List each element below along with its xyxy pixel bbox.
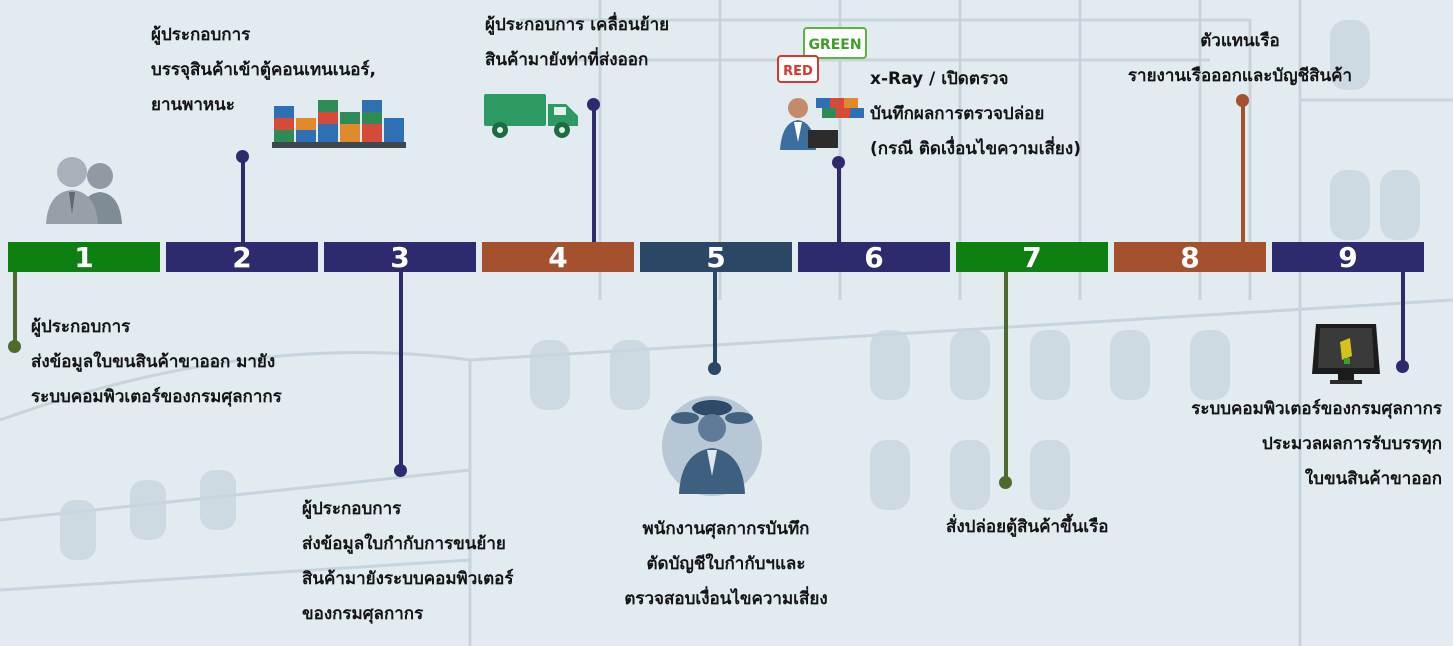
step-7-number: 7 <box>1022 241 1042 274</box>
step-8-connector <box>1241 100 1245 242</box>
step-6-segment: 6 <box>798 241 950 274</box>
step-6-line-3: (กรณี ติดเงื่อนไขความเสี่ยง) <box>870 139 1081 159</box>
step-9-connector-dot <box>1396 360 1409 373</box>
step-1-line-2: ส่งข้อมูลใบขนสินค้าขาออก มายัง <box>31 352 276 372</box>
inspection-officer-icon: GREEN RED <box>777 27 867 150</box>
step-1-connector <box>13 272 17 346</box>
shipping-containers-icon <box>272 100 406 148</box>
step-1-label: ผู้ประกอบการ ส่งข้อมูลใบขนสินค้าขาออก มา… <box>31 310 282 415</box>
step-7-line-1: สั่งปล่อยตู้สินค้าขึ้นเรือ <box>946 517 1109 537</box>
step-4-connector-dot <box>587 98 600 111</box>
step-5-connector <box>713 272 717 368</box>
step-8-connector-dot <box>1236 94 1249 107</box>
step-6-line-2: บันทึกผลการตรวจปล่อย <box>870 104 1045 124</box>
step-5-line-2: ตัดบัญชีใบกำกับฯและ <box>646 554 806 574</box>
step-2-connector <box>241 156 245 242</box>
step-9-line-3: ใบขนสินค้าขาออก <box>1304 469 1442 489</box>
step-1-connector-dot <box>8 340 21 353</box>
step-2-connector-dot <box>236 150 249 163</box>
step-8-label: ตัวแทนเรือ รายงานเรือออกและบัญชีสินค้า <box>1090 24 1390 94</box>
step-5-connector-dot <box>708 362 721 375</box>
step-3-line-4: ของกรมศุลกากร <box>302 604 424 624</box>
truck-icon <box>484 94 578 138</box>
step-1-number: 1 <box>74 241 94 274</box>
step-3-connector <box>399 272 403 470</box>
step-9-line-1: ระบบคอมพิวเตอร์ของกรมศุลกากร <box>1191 399 1442 419</box>
step-8-segment: 8 <box>1114 241 1266 274</box>
step-2-line-3: ยานพาหนะ <box>151 95 235 115</box>
red-badge-text: RED <box>783 64 813 79</box>
step-5-line-1: พนักงานศุลกากรบันทึก <box>642 519 810 539</box>
step-6-connector <box>837 162 841 242</box>
step-4-number: 4 <box>548 241 568 274</box>
step-4-segment: 4 <box>482 241 634 274</box>
step-2-segment: 2 <box>166 241 318 274</box>
step-2-number: 2 <box>232 241 252 274</box>
step-3-line-2: ส่งข้อมูลใบกำกับการขนย้าย <box>302 534 506 554</box>
step-6-number: 6 <box>864 241 884 274</box>
step-4-line-1: ผู้ประกอบการ เคลื่อนย้าย <box>485 15 670 35</box>
step-8-number: 8 <box>1180 241 1200 274</box>
step-2-label: ผู้ประกอบการ บรรจุสินค้าเข้าตู้คอนเทนเนอ… <box>151 18 376 123</box>
computer-monitor-icon <box>1312 324 1380 384</box>
step-5-line-3: ตรวจสอบเงื่อนไขความเสี่ยง <box>624 589 828 609</box>
step-4-line-2: สินค้ามายังท่าที่ส่งออก <box>485 50 649 70</box>
step-1-segment: 1 <box>8 241 160 274</box>
step-3-number: 3 <box>390 241 410 274</box>
step-9-line-2: ประมวลผลการรับบรรทุก <box>1261 434 1442 454</box>
step-2-line-2: บรรจุสินค้าเข้าตู้คอนเทนเนอร์, <box>151 60 377 80</box>
business-people-icon <box>46 157 122 224</box>
step-4-label: ผู้ประกอบการ เคลื่อนย้าย สินค้ามายังท่าท… <box>485 8 669 78</box>
step-8-line-2: รายงานเรือออกและบัญชีสินค้า <box>1127 66 1353 86</box>
step-9-connector <box>1401 272 1405 366</box>
step-7-connector-dot <box>999 476 1012 489</box>
step-7-connector <box>1004 272 1008 482</box>
step-1-line-1: ผู้ประกอบการ <box>31 317 131 337</box>
step-3-connector-dot <box>394 464 407 477</box>
step-7-label: สั่งปล่อยตู้สินค้าขึ้นเรือ <box>946 510 1108 545</box>
step-6-label: x-Ray / เปิดตรวจ บันทึกผลการตรวจปล่อย (ก… <box>870 62 1081 167</box>
step-9-number: 9 <box>1338 241 1358 274</box>
customs-officers-icon <box>662 396 762 496</box>
green-badge-text: GREEN <box>808 37 861 53</box>
step-6-connector-dot <box>832 156 845 169</box>
step-3-label: ผู้ประกอบการ ส่งข้อมูลใบกำกับการขนย้าย ส… <box>302 492 514 632</box>
step-7-segment: 7 <box>956 241 1108 274</box>
step-3-line-1: ผู้ประกอบการ <box>302 499 402 519</box>
step-5-segment: 5 <box>640 241 792 274</box>
step-6-line-1: x-Ray / เปิดตรวจ <box>870 69 1009 89</box>
step-3-segment: 3 <box>324 241 476 274</box>
step-5-label: พนักงานศุลกากรบันทึก ตัดบัญชีใบกำกับฯและ… <box>596 512 856 617</box>
step-3-line-3: สินค้ามายังระบบคอมพิวเตอร์ <box>302 569 514 589</box>
step-8-line-1: ตัวแทนเรือ <box>1200 31 1280 51</box>
step-9-segment: 9 <box>1272 241 1424 274</box>
step-5-number: 5 <box>706 241 726 274</box>
step-9-label: ระบบคอมพิวเตอร์ของกรมศุลกากร ประมวลผลการ… <box>1112 392 1442 497</box>
step-4-connector <box>592 104 596 242</box>
step-2-line-1: ผู้ประกอบการ <box>151 25 251 45</box>
step-1-line-3: ระบบคอมพิวเตอร์ของกรมศุลกากร <box>31 387 282 407</box>
